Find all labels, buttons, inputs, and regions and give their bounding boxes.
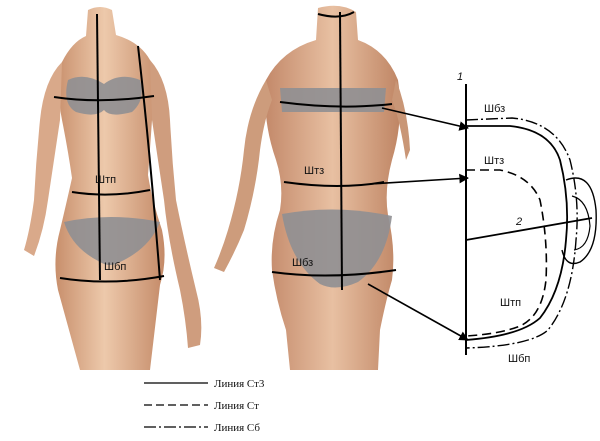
front-body [55, 7, 164, 370]
front-waist-label: Штп [95, 174, 116, 186]
front-figure: Штп Шбп [24, 7, 201, 370]
pattern-marker-2: 2 [515, 216, 522, 228]
pattern-front-hip-label: Шбп [508, 353, 530, 365]
pattern-front-waist-label: Штп [500, 297, 521, 309]
legend-label-st3: Линия Ст3 [214, 378, 265, 390]
pattern-side-lobe-inner [572, 196, 590, 250]
pattern-marker-1: 1 [457, 71, 463, 83]
back-figure: Штз Шбз [214, 6, 410, 370]
back-waist-label: Штз [304, 165, 324, 177]
legend-label-st: Линия Ст [214, 400, 259, 412]
pattern-line-2 [466, 218, 592, 240]
legend-label-sb: Линия Сб [214, 422, 260, 434]
legend: Линия Ст3 Линия Ст Линия Сб [144, 378, 265, 434]
pattern-back-waist-label: Штз [484, 155, 504, 167]
pattern-drawing [466, 84, 596, 355]
back-hip-label: Шбз [292, 257, 313, 269]
front-right-arm [150, 60, 201, 348]
pattern-line-st [466, 170, 546, 336]
pattern-back-chest-label: Шбз [484, 103, 505, 115]
back-bra [280, 88, 386, 112]
back-body [265, 6, 400, 370]
front-hip-label: Шбп [104, 261, 126, 273]
front-left-arm [24, 62, 62, 256]
pattern-line-sb [466, 118, 577, 348]
back-left-arm [214, 80, 272, 272]
